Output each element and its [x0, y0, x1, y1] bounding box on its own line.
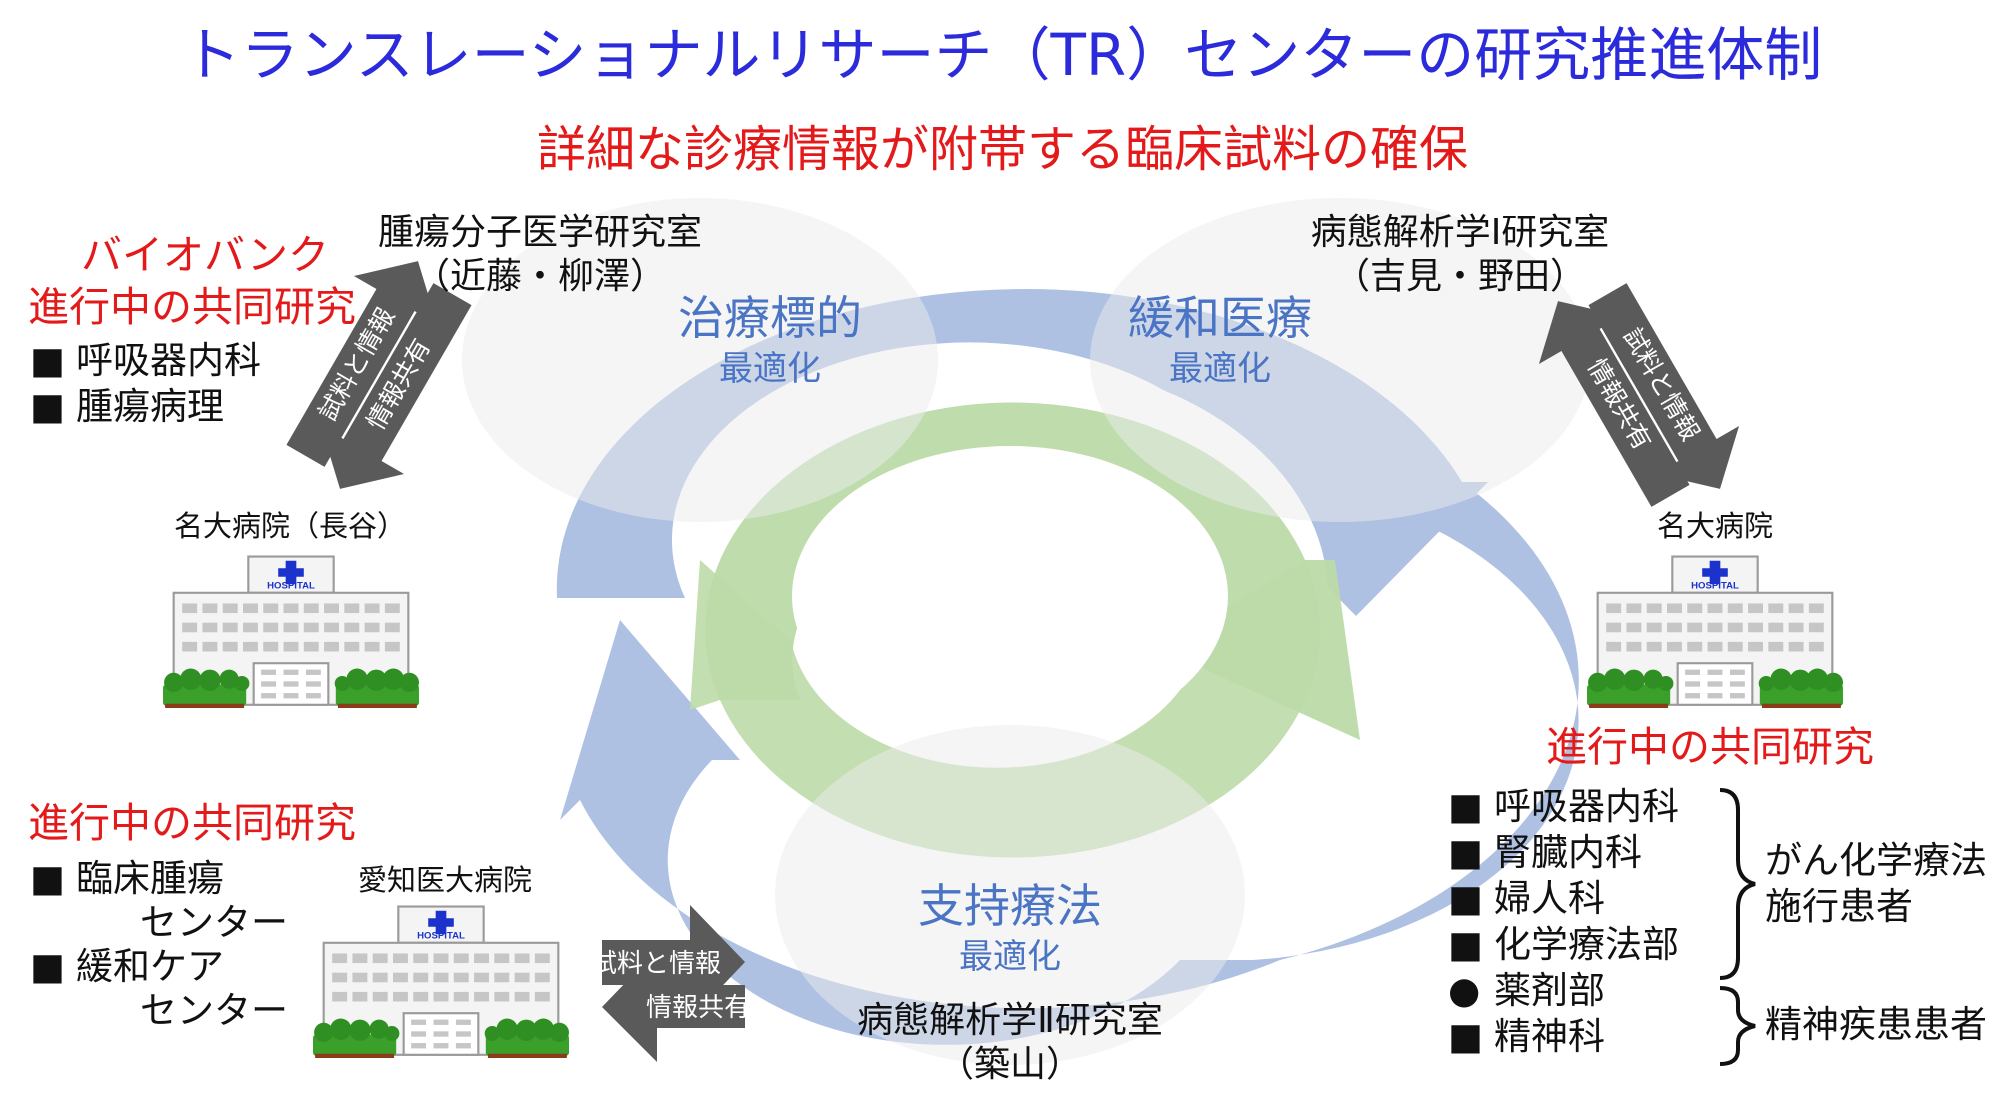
right-item-6-label: 精神科 [1494, 1015, 1605, 1058]
right-collab-heading: 進行中の共同研究 [1546, 723, 1874, 771]
hospital-icon-meidai-right [1585, 555, 1845, 708]
lab-bubble-bottom [775, 725, 1245, 1065]
left-bottom-collab-heading: 進行中の共同研究 [28, 799, 356, 847]
group-chemo-line2: 施行患者 [1765, 885, 1913, 928]
exchange-arrow-bottom-b [602, 950, 745, 1062]
page-title: トランスレーショナルリサーチ（TR）センターの研究推進体制 [182, 21, 1823, 89]
phase-bottom-title: 支持療法 [918, 879, 1102, 933]
square-bullet: ■ [1448, 923, 1483, 966]
lab-top-right-members: （吉見・野田） [1333, 256, 1586, 297]
right-item-4-label: 化学療法部 [1494, 923, 1679, 966]
square-bullet: ■ [30, 857, 65, 900]
page-subtitle: 詳細な診療情報が附帯する臨床試料の確保 [536, 121, 1468, 178]
left-top-item-2: ■ 腫瘍病理 [30, 385, 224, 429]
right-item-4: ■ 化学療法部 [1448, 923, 1679, 967]
lab-bottom-members: （築山） [937, 1044, 1082, 1085]
right-item-3: ■ 婦人科 [1448, 877, 1605, 921]
exchange-arrow-left-b [320, 283, 472, 489]
lab-bottom-name: 病態解析学Ⅱ研究室 [857, 1000, 1163, 1041]
biobank-heading: バイオバンク [80, 231, 330, 279]
hospital-meidai-right-label: 名大病院 [1656, 509, 1773, 543]
left-top-item-2-label: 腫瘍病理 [76, 385, 224, 428]
blue-ring-arrow-bottom [560, 620, 1280, 1045]
hospital-meidai-left-label: 名大病院（長谷） [173, 509, 406, 543]
left-bottom-item-1-line1: 臨床腫瘍 [76, 857, 224, 900]
lab-top-right-name: 病態解析学Ⅰ研究室 [1310, 212, 1610, 253]
square-bullet: ■ [30, 339, 65, 382]
left-bottom-item-1-line2: センター [140, 901, 288, 944]
right-item-3-label: 婦人科 [1494, 877, 1605, 920]
right-item-2: ■ 腎臓内科 [1448, 831, 1642, 875]
left-top-item-1-label: 呼吸器内科 [76, 339, 261, 382]
phase-bottom-sub: 最適化 [959, 937, 1061, 977]
hospital-icon-meidai-left [161, 555, 421, 708]
phase-top-left-title: 治療標的 [678, 291, 862, 345]
right-item-5-label: 薬剤部 [1494, 969, 1605, 1012]
left-top-item-1: ■ 呼吸器内科 [30, 339, 261, 383]
circle-bullet: ● [1448, 969, 1481, 1012]
right-item-1-label: 呼吸器内科 [1494, 785, 1679, 828]
group-psych: 精神疾患患者 [1765, 1003, 1987, 1046]
cycle-center [792, 446, 1228, 746]
right-item-2-label: 腎臓内科 [1494, 831, 1642, 874]
brace-chemo-group [1719, 788, 1756, 980]
exchange-arrow-left-a [286, 261, 438, 467]
square-bullet: ■ [30, 385, 65, 428]
right-item-6: ■ 精神科 [1448, 1015, 1605, 1059]
exchange-arrow-right-a [1588, 283, 1740, 489]
square-bullet: ■ [30, 945, 65, 988]
lab-top-left-name: 腫瘍分子医学研究室 [377, 212, 702, 253]
square-bullet: ■ [1448, 877, 1483, 920]
phase-top-left-sub: 最適化 [719, 349, 821, 389]
exchange-label-bottom-b: 情報共有 [646, 993, 750, 1023]
left-bottom-item-1: ■ 臨床腫瘍 [30, 857, 224, 901]
hospital-icon-aichi [311, 905, 571, 1058]
exchange-label-bottom-a: 試料と情報 [591, 949, 721, 979]
exchange-arrow-right-b [1538, 301, 1690, 507]
phase-top-right-title: 緩和医療 [1128, 291, 1312, 345]
left-top-collab-heading: 進行中の共同研究 [28, 283, 356, 331]
phase-top-right-sub: 最適化 [1169, 349, 1271, 389]
hospital-aichi-label: 愛知医大病院 [357, 863, 532, 897]
left-bottom-item-2: ■ 緩和ケア [30, 945, 224, 989]
lab-bubble-top-right [1090, 198, 1590, 522]
left-bottom-item-2-line2: センター [140, 989, 288, 1032]
brace-psych-group [1719, 986, 1756, 1066]
square-bullet: ■ [1448, 785, 1483, 828]
lab-top-left-members: （近藤・柳澤） [413, 256, 666, 297]
group-chemo-line1: がん化学療法 [1765, 839, 1987, 882]
right-item-5: ● 薬剤部 [1448, 969, 1605, 1013]
square-bullet: ■ [1448, 1015, 1483, 1058]
left-bottom-item-2-line1: 緩和ケア [76, 945, 224, 988]
right-item-1: ■ 呼吸器内科 [1448, 785, 1679, 829]
lab-bubble-top-left [462, 198, 938, 522]
square-bullet: ■ [1448, 831, 1483, 874]
